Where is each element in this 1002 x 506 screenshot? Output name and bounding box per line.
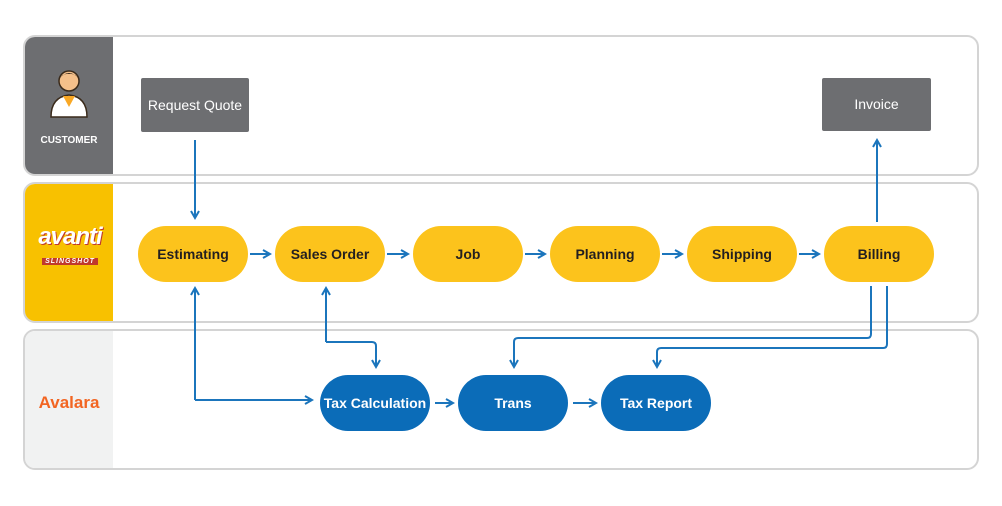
arrow-billing-to-trans (514, 286, 872, 367)
arrow-billing-to-tax-report (657, 286, 888, 367)
trans-step[interactable]: Trans (458, 375, 568, 431)
planning-step[interactable]: Planning (550, 226, 660, 282)
avalara-logo: Avalara (38, 393, 100, 412)
avanti-logo-sub: SLINGSHOT (42, 258, 98, 265)
avalara-lane-header: Avalara (25, 331, 113, 468)
customer-lane-label: CUSTOMER (40, 135, 98, 146)
arrow-sales-order-to-tax-calc (326, 341, 376, 367)
job-step[interactable]: Job (413, 226, 523, 282)
avanti-logo-word: avanti (38, 223, 102, 250)
shipping-step[interactable]: Shipping (687, 226, 797, 282)
avanti-lane-header: avanti SLINGSHOT (25, 184, 113, 321)
invoice-box[interactable]: Invoice (822, 78, 931, 131)
tax-calculation-step[interactable]: Tax Calculation (320, 375, 430, 431)
customer-person-icon (50, 70, 88, 118)
sales-order-step[interactable]: Sales Order (275, 226, 385, 282)
avanti-slingshot-logo: avanti SLINGSHOT (31, 224, 109, 268)
customer-lane-header: CUSTOMER (25, 37, 113, 174)
estimating-step[interactable]: Estimating (138, 226, 248, 282)
request-quote-box[interactable]: Request Quote (141, 78, 249, 132)
tax-report-step[interactable]: Tax Report (601, 375, 711, 431)
billing-step[interactable]: Billing (824, 226, 934, 282)
